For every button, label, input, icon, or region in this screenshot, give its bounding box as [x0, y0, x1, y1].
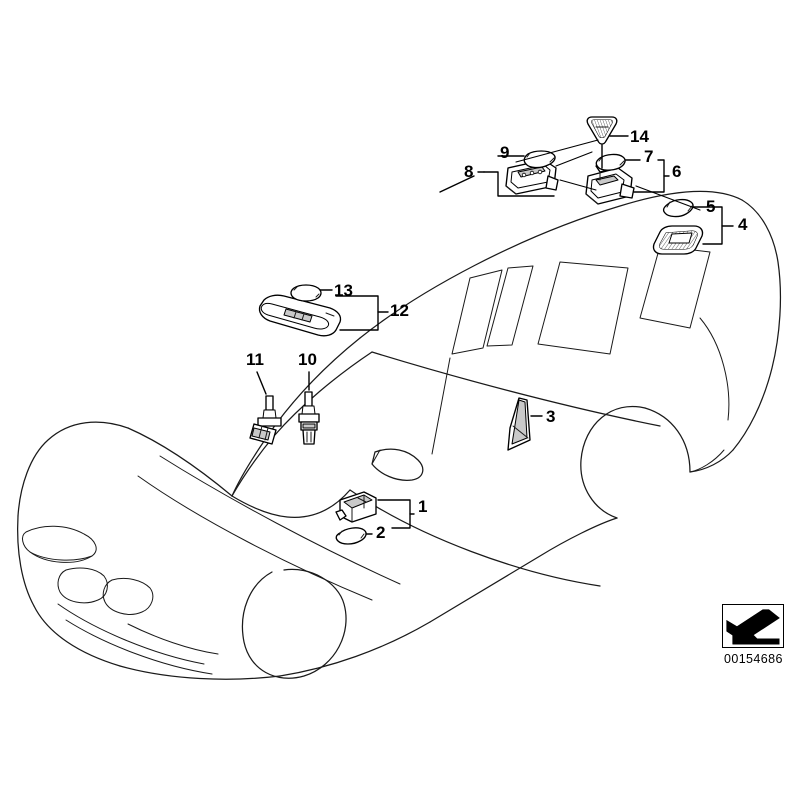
callout-7: 7	[644, 147, 654, 166]
legend-box	[722, 604, 784, 648]
part-bulb-socket-left	[249, 395, 282, 445]
car-body-outline	[17, 190, 782, 680]
callout-4: 4	[738, 215, 748, 234]
part-festoon-bulb-front	[335, 527, 367, 545]
part-b-pillar-wedge-lamp	[507, 397, 531, 451]
part-bulb-socket-right	[298, 391, 320, 445]
callout-1: 1	[418, 497, 428, 516]
callout-8: 8	[464, 162, 474, 181]
callout-5: 5	[706, 197, 716, 216]
part-rear-lamp-assembly	[652, 225, 704, 255]
diagram-id-text: 00154686	[724, 652, 783, 666]
part-front-roof-console	[258, 294, 342, 337]
part-festoon-bulb-roof-mid	[523, 150, 556, 169]
part-roof-console-rear	[585, 161, 635, 205]
callout-9: 9	[500, 143, 510, 162]
part-warning-triangle	[586, 116, 618, 145]
callout-2: 2	[376, 523, 386, 542]
part-festoon-bulb-front-console	[290, 284, 322, 302]
arrow-view-direction-icon	[726, 609, 780, 645]
callout-6: 6	[672, 162, 682, 181]
callout-3: 3	[546, 407, 556, 426]
callout-11: 11	[246, 350, 264, 369]
part-festoon-bulb-rear	[662, 198, 694, 218]
part-festoon-bulb-roof-rear	[595, 153, 626, 171]
callout-10: 10	[298, 350, 317, 369]
callout-14: 14	[630, 127, 649, 146]
callout-12: 12	[390, 301, 409, 320]
part-reading-lamp-assembly-front	[335, 491, 377, 523]
leader-lines	[256, 135, 734, 535]
part-roof-console-mid	[505, 159, 559, 195]
callout-13: 13	[334, 281, 353, 300]
